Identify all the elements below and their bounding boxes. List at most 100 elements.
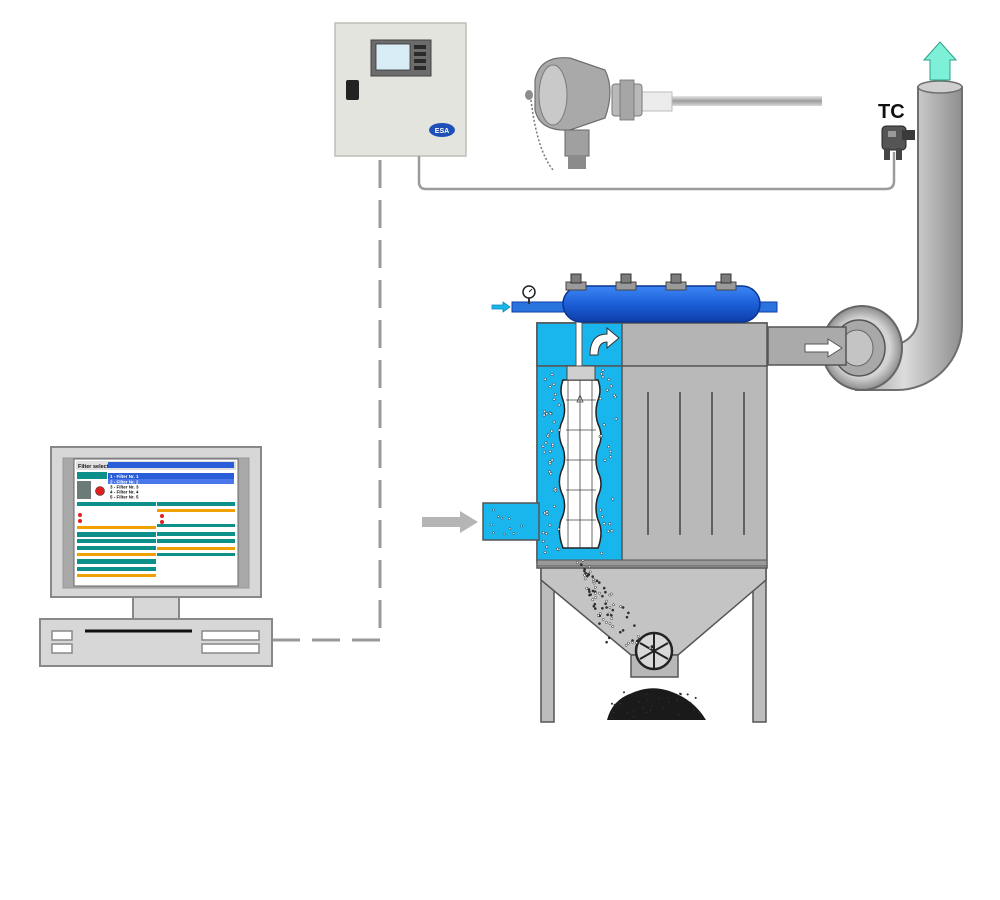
dust-particle [619,702,622,705]
dust-particle [650,645,654,648]
dust-particle [545,545,549,549]
monitor-item-3: 3 - Filter Nr. 3 [110,485,139,490]
dust-particle [608,522,612,526]
dust-particle [548,460,552,464]
dust-particle [604,590,607,594]
dust-particle [605,621,608,624]
exhaust-stack [855,80,963,391]
dust-particle [648,646,652,650]
dust-particle [599,434,603,438]
dust-particle [632,715,635,718]
dust-particle [607,636,611,640]
dust-particle [598,397,602,401]
tc-transmitter [881,125,915,160]
dust-particle [557,527,561,531]
dust-particle [694,696,697,699]
dust-particle [611,716,614,719]
dust-particle [678,713,681,716]
dust-particle [605,599,608,603]
dust-particle [593,607,597,610]
dust-particle [594,592,597,595]
dust-particle [607,378,611,382]
compressed-air-arrow [491,301,511,313]
signal-wire [417,152,896,191]
dust-particle [549,412,552,416]
dust-particle [508,517,511,520]
dust-particle [591,598,595,602]
dust-particle [603,458,607,462]
dust-particle [576,561,579,564]
dust-particle [605,640,608,644]
dust-particle [610,617,614,621]
dust-particle [545,513,549,516]
dust-particle [635,641,638,645]
dust-particle [632,709,635,712]
esa-logo [429,123,455,137]
clean-air-arrow [589,326,620,356]
keyswitch-icon [346,80,359,100]
dust-particle [676,699,679,702]
dust-particle [588,590,591,594]
dust-particle [545,510,549,514]
dust-particle [612,393,616,397]
dust-particle [619,605,622,608]
dust-particle [556,547,559,551]
dust-particle [601,375,605,379]
dust-particle [610,529,614,533]
dust-particle [550,373,554,376]
dust-particle [592,604,596,608]
dust-particle [612,603,615,607]
dust-particle [626,711,629,714]
dust-particle [642,707,645,710]
dust-particle [591,575,595,578]
dust-particle [548,449,552,453]
dust-particle [605,606,608,609]
dust-particle [666,697,670,700]
dust-particle [579,563,583,566]
dust-particle [602,423,606,427]
dust-particle [548,523,552,527]
dust-particle [542,450,546,454]
dust-particle [611,625,615,628]
thermocouple-probe [525,57,822,171]
dust-pile [607,688,706,720]
dust-particle [598,591,601,595]
dust-particle [591,589,595,593]
dust-particle [602,522,606,526]
air-manifold [511,273,778,323]
dust-particle [600,372,603,376]
dust-particle [602,586,606,590]
dust-particle [637,638,641,641]
dust-particle [638,700,641,704]
dust-particle [609,592,613,596]
dust-particle [490,523,493,527]
dust-particle [624,643,628,647]
dust-particle [598,508,602,512]
filter-bag [558,365,602,549]
dust-particle [610,614,613,617]
dust-particle [605,388,609,392]
dust-particle [697,711,700,714]
dust-particle [593,586,597,589]
dust-particle [598,622,601,625]
dust-particle [583,569,586,573]
dust-particle [592,581,596,585]
dust-particle [520,524,523,528]
dust-particle [585,586,589,590]
dust-particle [584,571,587,575]
dust-particles [490,368,700,719]
dust-particle [552,504,556,508]
dust-particle [689,701,692,704]
inlet-arrow [422,511,478,533]
dust-particle [614,417,618,421]
dust-particle [581,558,585,562]
dust-particle [588,565,591,569]
dust-particle [503,532,507,536]
dust-particle [621,606,625,609]
monitor-item-4: 4 - Filter Nr. 4 [110,490,139,495]
inlet-duct [482,502,540,541]
monitor-item-5: 5 - Filter Nr. 5 [110,495,139,500]
dust-particle [542,409,546,413]
dust-particle [597,581,601,584]
